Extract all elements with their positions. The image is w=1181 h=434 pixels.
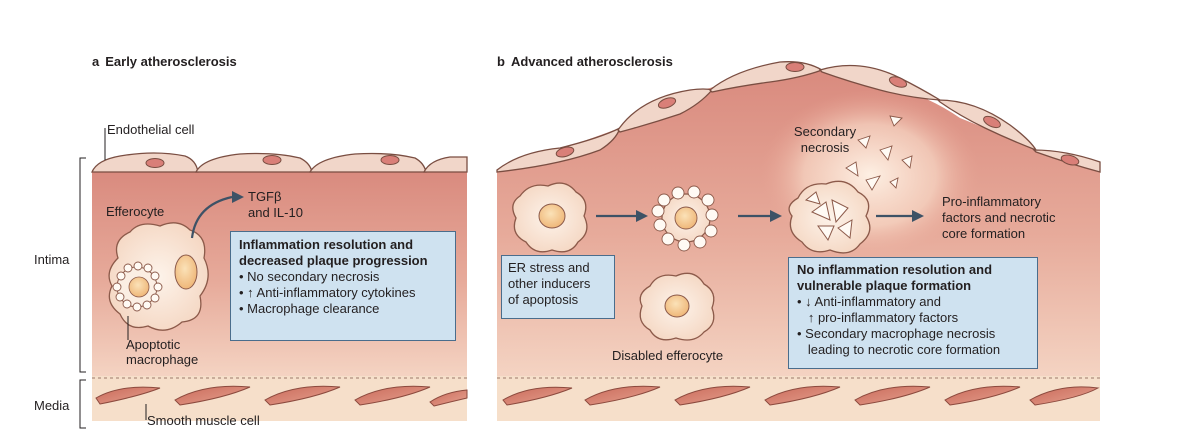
- panel-b-smooth-muscle: [502, 385, 1100, 406]
- panel-b-box-title-2: vulnerable plaque formation: [797, 278, 972, 293]
- endothelial-nucleus: [555, 146, 575, 158]
- necrotic-macrophage: [788, 180, 871, 254]
- apoptotic-label-line2: macrophage: [126, 352, 199, 367]
- intima-label: Intima: [34, 252, 70, 267]
- panel-b-title: b Advanced atherosclerosis: [497, 54, 673, 69]
- panel-a-box-bullet: • No secondary necrosis: [239, 269, 380, 284]
- apoptotic-label-line1: Apoptotic: [126, 337, 181, 352]
- layer-brackets: [79, 157, 86, 429]
- panel-b-box-bullet: • Secondary macrophage necrosis: [797, 326, 996, 341]
- endothelial-nucleus: [145, 158, 165, 168]
- panel-b-title-text: Advanced atherosclerosis: [510, 54, 673, 69]
- er-stress-box: ER stress and other inducers of apoptosi…: [501, 255, 615, 319]
- cell-debris: [845, 115, 913, 191]
- endothelial-nucleus: [262, 155, 282, 165]
- endothelial-nucleus: [1060, 154, 1080, 166]
- panel-a-outcome-box: Inflammation resolution and decreased pl…: [230, 231, 456, 341]
- tgf-beta-label: TGFβ: [248, 189, 282, 204]
- smooth-muscle-label: Smooth muscle cell: [147, 413, 260, 428]
- endothelial-nucleus: [983, 115, 1001, 129]
- cytokine-arrowhead: [232, 191, 244, 203]
- panel-b-outcome-box: No inflammation resolution and vulnerabl…: [788, 257, 1038, 369]
- panel-b-box-bullet: leading to necrotic core formation: [797, 342, 1001, 357]
- label-pointers: [104, 128, 147, 420]
- efferocyte-label: Efferocyte: [106, 204, 165, 219]
- progression-arrows: [596, 210, 924, 222]
- endothelial-nucleus: [785, 62, 805, 72]
- proinflam-line1: Pro-inflammatory: [942, 194, 1041, 209]
- secondary-necrosis-line1: Secondary: [793, 124, 857, 139]
- panel-a-box-title-1: Inflammation resolution and: [239, 237, 414, 252]
- proinflam-line3: core formation: [942, 226, 1026, 241]
- efferocyte-cell: [108, 222, 209, 331]
- apoptotic-cell-blebbing: [651, 185, 719, 252]
- panel-a-title-text: Early atherosclerosis: [105, 54, 237, 69]
- endothelial-nucleus: [380, 155, 400, 165]
- apoptotic-macrophage: [112, 261, 163, 312]
- endothelial-cell-label: Endothelial cell: [107, 122, 195, 137]
- panel-a-letter: a: [92, 54, 100, 69]
- panel-b-box-bullet: • ↓ Anti-inflammatory and: [797, 294, 941, 309]
- panel-a-box-bullet: • ↑ Anti-inflammatory cytokines: [239, 285, 416, 300]
- panel-a-title: a Early atherosclerosis: [92, 54, 237, 69]
- er-stress-line: of apoptosis: [508, 292, 579, 307]
- panel-b-letter: b: [497, 54, 505, 69]
- endothelial-nucleus: [657, 97, 677, 109]
- efferocyte-nucleus: [174, 254, 198, 290]
- er-stress-line: other inducers: [508, 276, 591, 291]
- cytokine-release-arrow: [190, 195, 233, 239]
- panel-b-box-bullet: ↑ pro-inflammatory factors: [797, 310, 959, 325]
- panel-b-box-title-1: No inflammation resolution and: [797, 262, 993, 277]
- endothelial-nucleus: [888, 76, 908, 88]
- proinflam-line2: factors and necrotic: [942, 210, 1056, 225]
- stressed-macrophage: [512, 182, 588, 253]
- panel-a-smooth-muscle: [95, 385, 468, 407]
- disabled-efferocyte: [639, 272, 715, 341]
- media-label: Media: [34, 398, 70, 413]
- panel-a-box-title-2: decreased plaque progression: [239, 253, 428, 268]
- panel-a-box-bullet: • Macrophage clearance: [239, 301, 380, 316]
- disabled-efferocyte-label: Disabled efferocyte: [612, 348, 724, 363]
- il10-label: and IL-10: [248, 205, 303, 220]
- er-stress-line: ER stress and: [508, 260, 590, 275]
- secondary-necrosis-line2: necrosis: [800, 140, 850, 155]
